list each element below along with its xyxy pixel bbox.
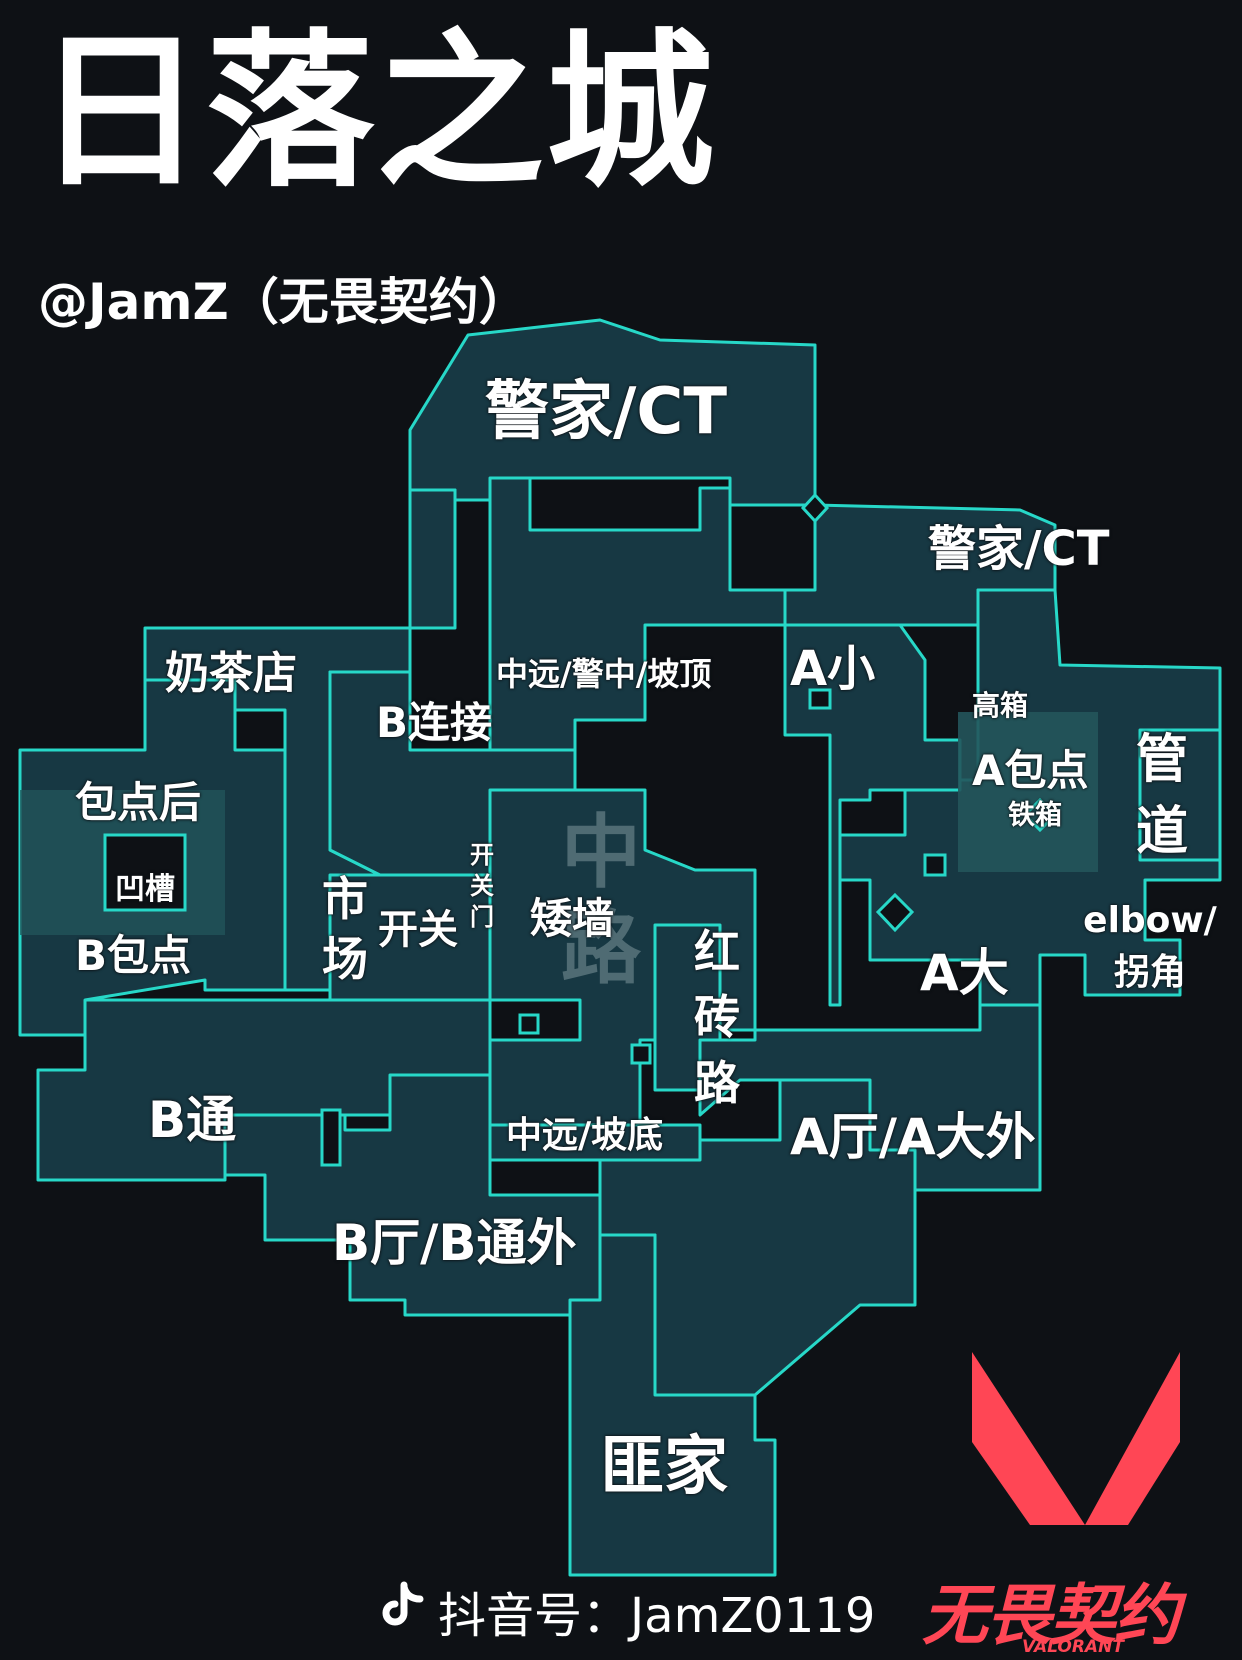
attacker-spawn-area [568, 1233, 777, 1577]
label-boba-shop: 奶茶店 [165, 648, 297, 699]
page-title: 日落之城 [36, 14, 716, 210]
label-b-main: B通 [148, 1091, 237, 1149]
label-ct-top: 警家/CT [485, 375, 727, 449]
label-a-site: A包点 [972, 746, 1089, 795]
red-brick-box [630, 1043, 652, 1065]
b-lobby [223, 1073, 602, 1317]
elbow-box-icon [875, 892, 915, 933]
mid-upper-left [488, 476, 787, 757]
label-market: 市场 [322, 872, 368, 986]
b-lobby-pillar [320, 1108, 342, 1167]
label-elbow: elbow/拐角 [1083, 900, 1217, 994]
label-iron-box: 铁箱 [1008, 800, 1062, 831]
label-mid: 中路 [561, 806, 641, 995]
label-high-box: 高箱 [972, 689, 1029, 722]
douyin-handle-text: 抖音号：JamZ0119 [438, 1588, 876, 1644]
iron-box-icon [1022, 797, 1058, 833]
label-switch-door: 开关门 [470, 841, 494, 932]
label-ct-right: 警家/CT [928, 521, 1110, 577]
label-attacker-spawn: 匪家 [600, 1430, 728, 1504]
map-obstacles [103, 688, 947, 1167]
b-groove-wall [103, 833, 187, 912]
label-a-main: A大 [920, 944, 1009, 1002]
label-b-site: B包点 [75, 931, 192, 980]
market-box [518, 1013, 540, 1035]
pipes-area [1138, 728, 1222, 862]
label-switch: 开关 [378, 907, 458, 953]
label-red-brick: 红砖路 [694, 925, 740, 1110]
label-b-back-site: 包点后 [75, 778, 202, 827]
label-pipes: 管道 [1136, 730, 1189, 862]
ct-b-connector [408, 488, 457, 630]
ct-box-icon [800, 492, 830, 524]
b-link [328, 670, 577, 877]
a-site-highlight [958, 712, 1098, 872]
map-floor [18, 318, 1222, 1577]
a-link-box [923, 853, 947, 877]
label-a-short: A小 [790, 641, 876, 697]
label-low-wall: 矮墙 [530, 894, 615, 943]
label-b-lobby: B厅/B通外 [332, 1214, 577, 1272]
label-a-lobby: A厅/A大外 [790, 1108, 1036, 1166]
author-credit: @JamZ（无畏契约） [38, 273, 529, 331]
douyin-note-icon [380, 1581, 424, 1641]
a-short-box [808, 688, 832, 710]
label-b-link: B连接 [376, 698, 493, 747]
valorant-logo-cn: 无畏契约 [922, 1577, 1180, 1654]
valorant-v-icon [972, 1352, 1180, 1525]
label-mid-bottom: 中远/坡底 [506, 1115, 664, 1156]
douyin-handle: 抖音号：JamZ0119 [380, 1576, 875, 1646]
valorant-logo-en: VALORANT [1022, 1637, 1124, 1657]
label-mid-top: 中远/警中/坡顶 [496, 655, 712, 693]
market [328, 873, 492, 1002]
a-short [783, 623, 962, 1007]
label-groove: 凹槽 [115, 872, 175, 907]
b-main [36, 998, 492, 1182]
